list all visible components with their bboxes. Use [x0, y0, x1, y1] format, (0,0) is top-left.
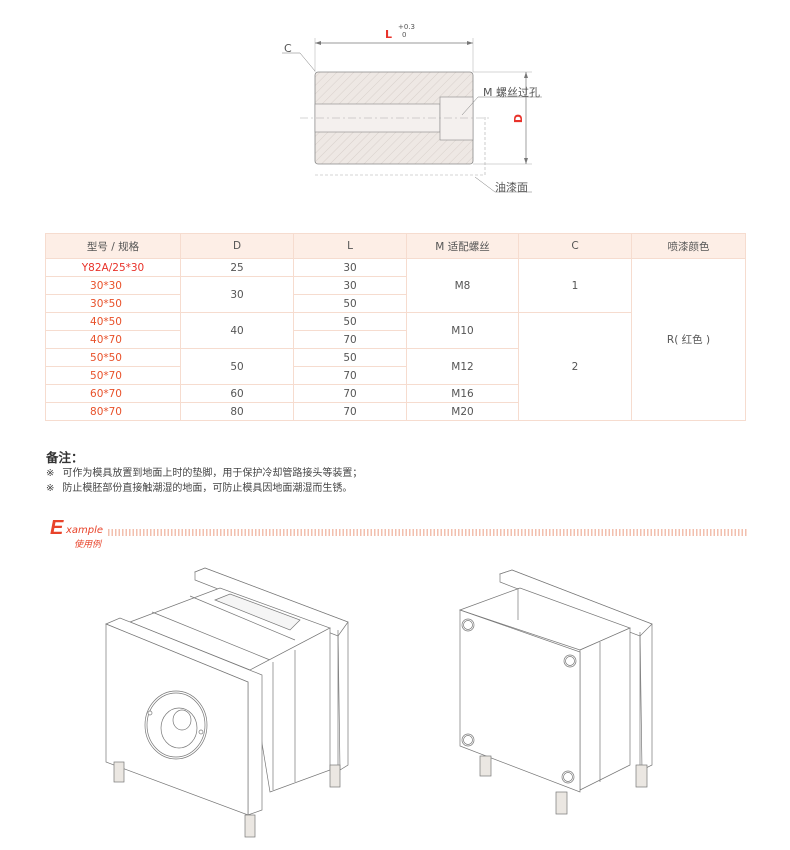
decorative-stripes	[108, 529, 748, 536]
cell-l: 50	[293, 294, 407, 313]
header-m: M 适配螺丝	[406, 233, 519, 259]
cell-l: 70	[293, 384, 407, 403]
label-paint-surface: 油漆面	[495, 181, 528, 194]
support-leg	[479, 755, 492, 777]
cell-l: 70	[293, 402, 407, 421]
note-text: 可作为模具放置到地面上时的垫脚，用于保护冷却管路接头等装置；	[62, 468, 363, 479]
paint-surface-line	[315, 117, 486, 176]
example-header: E xample 使用例	[46, 515, 748, 555]
cell-model: Y82A/25*30	[45, 258, 181, 277]
cell-l: 50	[293, 348, 407, 367]
cell-d: 40	[180, 312, 294, 349]
mold-illustration-back	[440, 560, 670, 846]
cell-model: 30*50	[45, 294, 181, 313]
leader-m	[461, 96, 542, 116]
label-chamfer-c: C	[284, 42, 292, 55]
cell-l: 30	[293, 258, 407, 277]
reference-mark-icon: ※	[46, 483, 55, 494]
cell-l: 50	[293, 312, 407, 331]
notes-title: 备注：	[46, 450, 84, 465]
example-subtitle: 使用例	[74, 540, 102, 550]
cell-color: R( 红色 )	[631, 258, 746, 421]
cell-m: M20	[406, 402, 519, 421]
table-row: 60*70 60 70 M16	[45, 384, 746, 403]
cell-model: 60*70	[45, 384, 181, 403]
reference-mark-icon: ※	[46, 468, 55, 479]
support-leg	[113, 761, 125, 783]
label-diameter-d: D	[512, 113, 526, 124]
mold-bolt-plate-drawing	[458, 569, 653, 815]
leader-c	[282, 52, 316, 72]
spec-table: 型号 / 规格 D L M 适配螺丝 C 喷漆颜色 Y82A/25*30 25 …	[45, 233, 746, 421]
mold-locating-ring-drawing	[105, 567, 349, 838]
header-l: L	[293, 233, 407, 259]
note-item: ※ 可作为模具放置到地面上时的垫脚，用于保护冷却管路接头等装置；	[46, 466, 362, 481]
cell-m: M16	[406, 384, 519, 403]
cell-d: 30	[180, 276, 294, 313]
header-color: 喷漆颜色	[631, 233, 746, 259]
example-title: xample	[66, 525, 104, 536]
table-row: 30*50 50	[45, 294, 746, 313]
cell-l: 70	[293, 366, 407, 385]
table-row: 40*50 40 50 M10 2	[45, 312, 746, 421]
mold-illustration-front	[90, 560, 360, 846]
cell-model: 50*50	[45, 348, 181, 367]
cell-c: 1	[518, 258, 632, 313]
front-plate	[459, 609, 581, 793]
leader-paint	[474, 176, 532, 193]
table-row: Y82A/25*30 25 30 M8 1 R( 红色 )	[45, 258, 746, 421]
note-text: 防止模胚部份直接触潮湿的地面，可防止模具因地面潮湿而生锈。	[62, 483, 353, 494]
cell-model: 50*70	[45, 366, 181, 385]
cell-m: M12	[406, 348, 519, 385]
table-row: 40*70 70	[45, 330, 746, 349]
cell-l: 70	[293, 330, 407, 349]
cell-d: 25	[180, 258, 294, 277]
cell-model: 40*70	[45, 330, 181, 349]
note-item: ※ 防止模胚部份直接触潮湿的地面，可防止模具因地面潮湿而生锈。	[46, 481, 362, 496]
support-leg	[555, 791, 568, 815]
counterbore	[439, 96, 474, 141]
tolerance-upper: +0.3	[398, 23, 415, 31]
support-leg	[244, 814, 256, 838]
header-d: D	[180, 233, 294, 259]
table-row: 30*30 30 30	[45, 276, 746, 313]
label-length-l: L	[385, 28, 393, 41]
cell-d: 80	[180, 402, 294, 421]
tolerance-lower: 0	[402, 31, 407, 39]
cell-model: 80*70	[45, 402, 181, 421]
notes-section: 备注： ※ 可作为模具放置到地面上时的垫脚，用于保护冷却管路接头等装置； ※ 防止模…	[46, 450, 362, 496]
example-initial: E	[50, 517, 64, 539]
side-plates	[579, 627, 631, 791]
cell-model: 40*50	[45, 312, 181, 331]
spacer-section-drawing	[282, 38, 542, 193]
support-leg	[329, 764, 341, 788]
technical-drawing: C L +0.3 0 M 螺丝过孔 D 油漆面	[270, 20, 570, 200]
cell-model: 30*30	[45, 276, 181, 295]
header-model: 型号 / 规格	[45, 233, 181, 259]
cell-m: M10	[406, 312, 519, 349]
table-row: 80*70 80 70 M20	[45, 402, 746, 421]
header-c: C	[518, 233, 632, 259]
label-screw-hole: M 螺丝过孔	[483, 86, 540, 99]
cell-l: 30	[293, 276, 407, 295]
cell-d: 60	[180, 384, 294, 403]
cell-c: 2	[518, 312, 632, 421]
support-leg	[635, 764, 648, 788]
cell-d: 50	[180, 348, 294, 385]
table-header-row: 型号 / 规格 D L M 适配螺丝 C 喷漆颜色	[45, 233, 746, 259]
cell-m: M8	[406, 258, 519, 313]
